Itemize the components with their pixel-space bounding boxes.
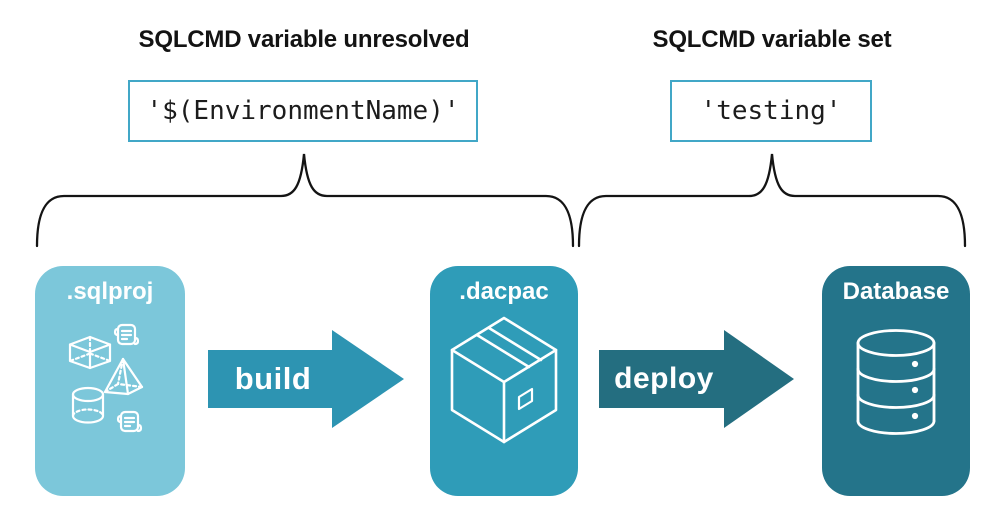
stage-sqlproj: .sqlproj [35, 266, 185, 496]
left-brace [35, 153, 575, 248]
stage-database-label: Database [842, 278, 950, 305]
database-icon [856, 329, 936, 435]
stage-dacpac-label: .dacpac [459, 278, 549, 305]
build-arrow-label: build [234, 361, 312, 396]
package-icon [450, 316, 558, 444]
stage-database: Database [822, 266, 970, 496]
code-text-set: 'testing' [700, 96, 842, 126]
code-box-environment-variable: '$(EnvironmentName)' [128, 80, 478, 142]
heading-sqlcmd-unresolved: SQLCMD variable unresolved [138, 26, 470, 53]
stage-sqlproj-label: .sqlproj [66, 278, 154, 305]
code-text-unresolved: '$(EnvironmentName)' [146, 96, 460, 126]
heading-sqlcmd-set: SQLCMD variable set [652, 26, 892, 53]
code-box-testing-value: 'testing' [670, 80, 872, 142]
right-brace [577, 153, 967, 248]
deploy-arrow [599, 330, 794, 428]
deploy-arrow-label: deploy [614, 362, 714, 395]
stage-dacpac: .dacpac [430, 266, 578, 496]
sql-objects-icon [68, 323, 144, 433]
build-arrow [208, 330, 404, 428]
